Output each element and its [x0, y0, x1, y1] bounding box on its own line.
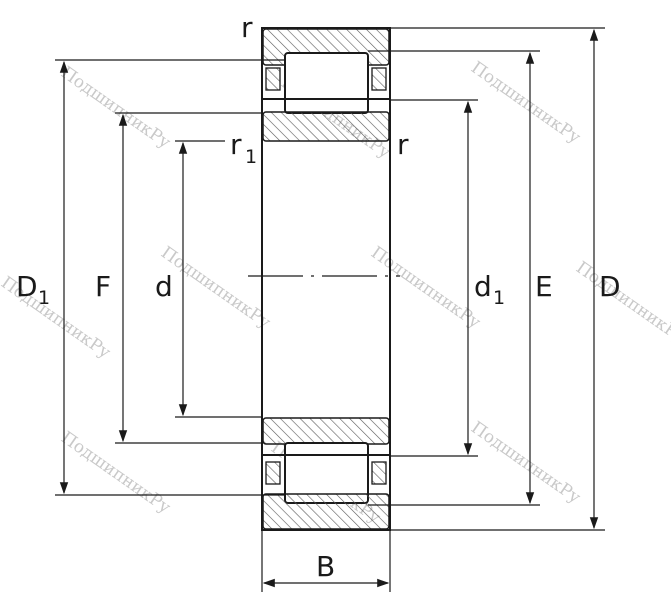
- label-d: d: [155, 270, 173, 303]
- watermark-8: ПодшипникРу: [57, 428, 174, 518]
- cage-bottom-right: [371, 461, 387, 485]
- inner-ring-bottom: [262, 417, 390, 445]
- roller-top: [284, 52, 369, 114]
- bearing-section-outline: [261, 27, 391, 531]
- watermark-3: ПодшипникРу: [467, 58, 584, 148]
- cage-bottom-left: [265, 461, 281, 485]
- label-D1-subscript: 1: [38, 287, 50, 309]
- watermark-4: ПодшипникРу: [157, 243, 274, 333]
- cage-top-left: [265, 67, 281, 91]
- extension-lines-right: [368, 27, 605, 531]
- label-r1-subscript: 1: [245, 146, 257, 168]
- label-F: F: [95, 270, 111, 303]
- watermark-5: ПодшипникРу: [367, 243, 484, 333]
- inner-ring-top: [262, 111, 390, 142]
- label-d1: d: [474, 270, 492, 303]
- extension-lines-left: [55, 59, 285, 496]
- cage-top-right: [371, 67, 387, 91]
- extension-lines-bottom: [261, 530, 391, 592]
- watermark-7: ПодшипникРу: [572, 258, 671, 348]
- label-B: B: [316, 550, 335, 583]
- label-r-top: r: [241, 11, 253, 44]
- watermark-10: ПодшипникРу: [467, 418, 584, 508]
- label-D1: D: [16, 270, 38, 303]
- outer-ring-bottom: [262, 493, 390, 530]
- watermark-1: ПодшипникРу: [57, 63, 174, 153]
- label-r-right: r: [397, 128, 409, 161]
- label-D: D: [599, 270, 621, 303]
- label-r1: r: [230, 128, 242, 161]
- label-E: E: [535, 270, 553, 303]
- label-d1-subscript: 1: [493, 287, 505, 309]
